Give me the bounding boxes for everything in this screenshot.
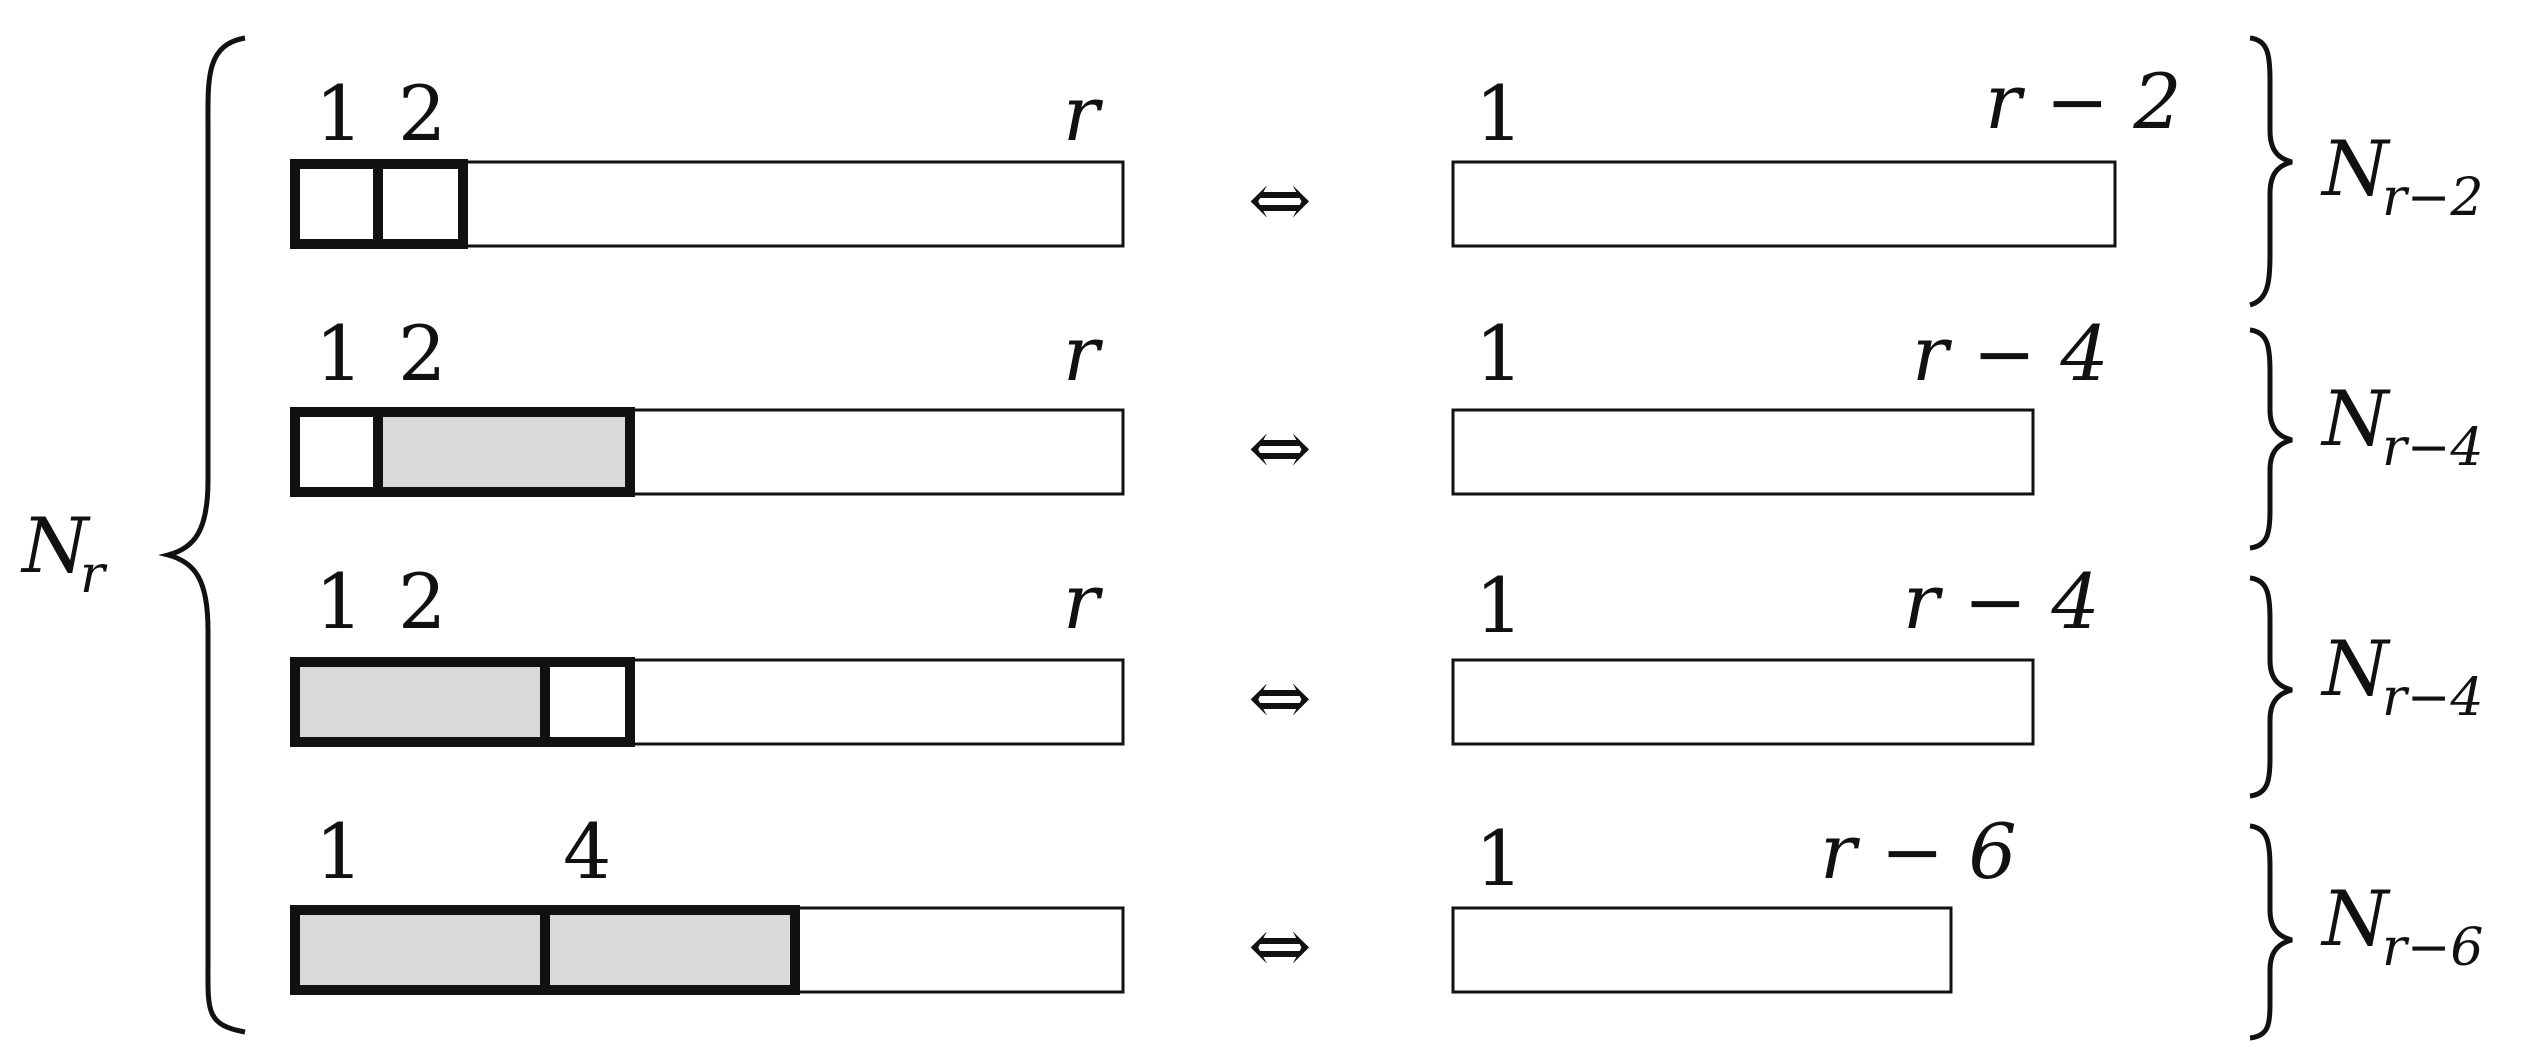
row-1-set-base: N — [2320, 124, 2391, 213]
row-2-right-brace — [2249, 327, 2293, 551]
row-3-arrow: ⇔ — [1248, 653, 1312, 742]
row-4-cell-b — [540, 905, 800, 995]
row-2-left-end-label: r — [1063, 309, 1104, 398]
row-3-set-base: N — [2320, 624, 2391, 713]
row-4-label-b: 4 — [563, 807, 611, 896]
left-set-base: N — [20, 501, 91, 590]
row-3-right-brace — [2249, 575, 2293, 799]
row-3-label-b: 2 — [398, 557, 446, 646]
row-2-right-bar — [1451, 408, 2035, 496]
row-4-label-a: 1 — [315, 807, 363, 896]
row-2-right-start-label: 1 — [1475, 309, 1523, 398]
left-brace — [158, 35, 246, 1035]
row-1-left-end-label: r — [1063, 69, 1104, 158]
left-set-sub: r — [80, 545, 108, 605]
row-3-right-start-label: 1 — [1475, 561, 1523, 650]
row-2-set-base: N — [2320, 374, 2391, 463]
row-4-right-end-label: r − 6 — [1820, 807, 2017, 896]
row-2-cell-a — [290, 407, 383, 497]
row-1-label-a: 1 — [315, 69, 363, 158]
row-3-label-a: 1 — [315, 557, 363, 646]
row-1-cell-b — [373, 159, 468, 249]
row-3-right-bar — [1451, 658, 2035, 746]
row-3: 1 2 r ⇔ 1 r − 4 N r−4 — [290, 557, 2484, 799]
row-1-right-bar — [1451, 160, 2117, 248]
row-4-set-base: N — [2320, 874, 2391, 963]
row-1-arrow: ⇔ — [1248, 155, 1312, 244]
row-2-label-b: 2 — [398, 309, 446, 398]
row-1: 1 2 r ⇔ 1 r − 2 N r−2 — [290, 35, 2484, 308]
row-4-arrow: ⇔ — [1248, 901, 1312, 990]
row-1-right-brace — [2249, 35, 2293, 308]
row-2-label-a: 1 — [315, 309, 363, 398]
row-1-set-sub: r−2 — [2382, 168, 2484, 228]
row-3-right-end-label: r − 4 — [1903, 557, 2100, 646]
row-4-right-brace — [2249, 823, 2293, 1041]
row-4-right-start-label: 1 — [1475, 814, 1523, 903]
row-2-right-end-label: r − 4 — [1912, 309, 2109, 398]
row-2-set-sub: r−4 — [2382, 418, 2484, 478]
row-4: 1 4 ⇔ 1 r − 6 N r−6 — [290, 807, 2484, 1041]
row-4-cell-a — [290, 905, 550, 995]
row-3-cell-b — [540, 657, 635, 747]
row-2-cell-b — [373, 407, 635, 497]
row-1-right-end-label: r − 2 — [1985, 57, 2182, 146]
row-3-cell-a — [290, 657, 550, 747]
row-2: 1 2 r ⇔ 1 r − 4 N r−4 — [290, 309, 2484, 551]
row-2-arrow: ⇔ — [1248, 403, 1312, 492]
row-1-label-b: 2 — [398, 69, 446, 158]
row-1-right-start-label: 1 — [1475, 69, 1523, 158]
row-1-cell-a — [290, 159, 383, 249]
row-4-right-bar — [1451, 906, 1953, 994]
row-3-set-sub: r−4 — [2382, 668, 2484, 728]
row-4-set-sub: r−6 — [2382, 918, 2484, 978]
row-3-left-end-label: r — [1063, 557, 1104, 646]
left-set-label: N r — [20, 501, 108, 605]
